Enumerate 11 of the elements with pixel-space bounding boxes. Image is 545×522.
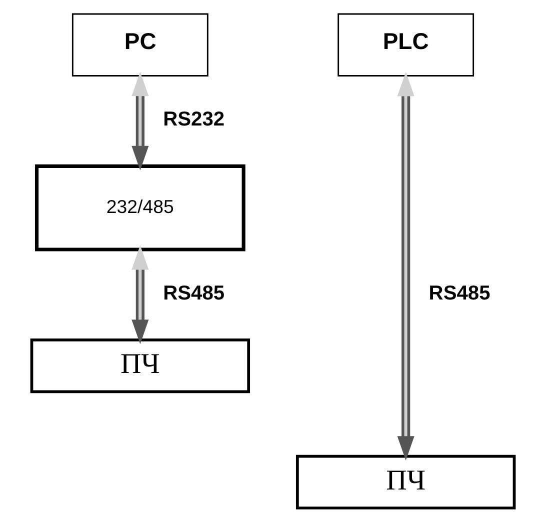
arrow — [131, 245, 148, 344]
node-box: 232/485 — [34, 164, 245, 252]
node-box: PLC — [337, 13, 474, 76]
node-box: PC — [71, 13, 208, 76]
node-box: ПЧ — [30, 338, 250, 394]
edge-label: RS232 — [162, 108, 224, 131]
edge-label: RS485 — [428, 282, 490, 304]
arrow — [396, 72, 414, 461]
edge-label: RS485 — [162, 282, 224, 304]
arrow — [131, 72, 148, 170]
node-box: ПЧ — [295, 454, 516, 510]
